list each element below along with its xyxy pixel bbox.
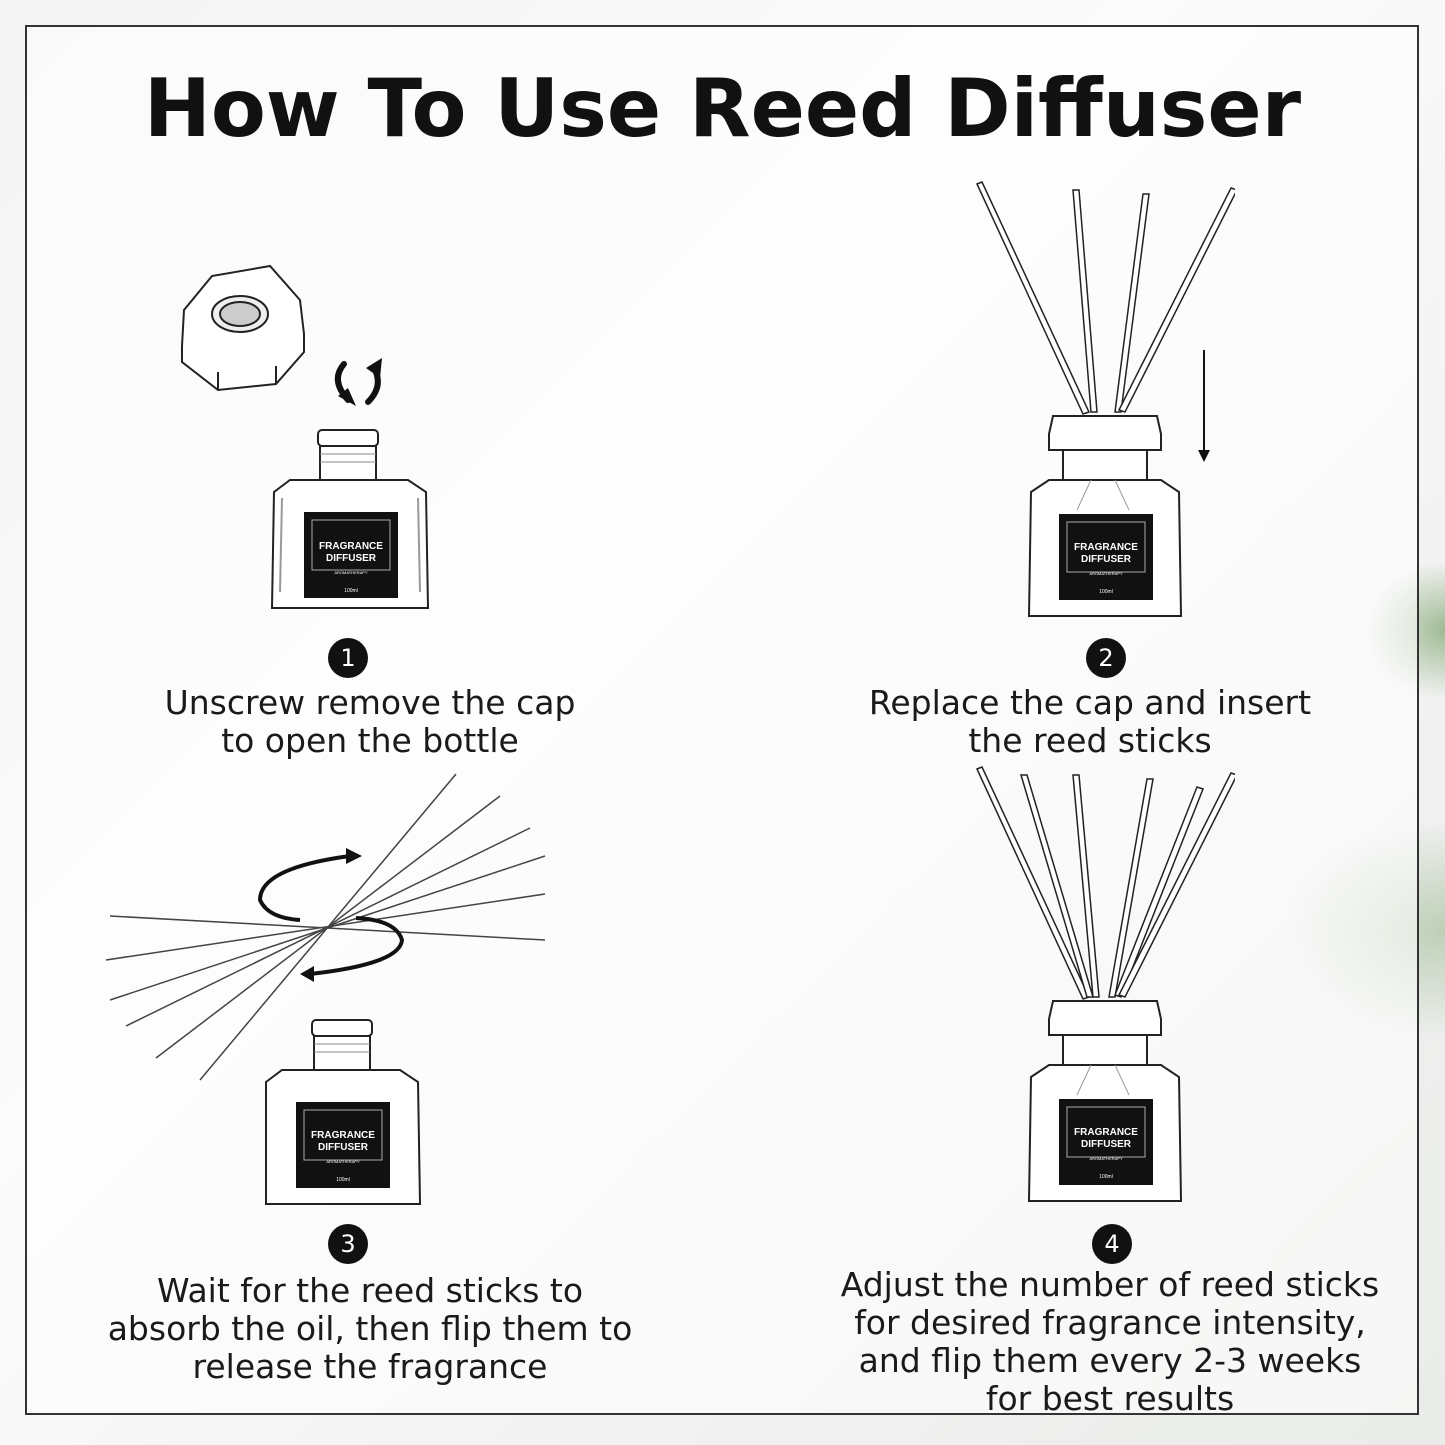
reed-sticks	[975, 766, 1235, 1000]
label-volume: 100ml	[1099, 1174, 1113, 1180]
label-aromatherapy: AROMATHERAPY	[1089, 1156, 1123, 1161]
step-1-caption: Unscrew remove the cap to open the bottl…	[80, 684, 660, 760]
label-diffuser: DIFFUSER	[318, 1142, 369, 1153]
step-4-caption-line1: Adjust the number of reed sticks	[840, 1265, 1380, 1304]
bottle-cap-icon	[180, 264, 306, 392]
label-fragrance: FRAGRANCE	[311, 1130, 375, 1141]
step-4-caption-line3: and flip them every 2-3 weeks	[858, 1341, 1362, 1380]
label-volume: 100ml	[1099, 589, 1113, 595]
reed-sticks	[105, 773, 546, 1081]
step-2-caption-line2: the reed sticks	[968, 721, 1212, 760]
down-arrow-icon	[1198, 350, 1210, 462]
step-2-caption-line1: Replace the cap and insert	[868, 683, 1312, 722]
diffuser-bottle: FRAGRANCE DIFFUSER AROMATHERAPY 100ml	[1027, 415, 1183, 617]
step-3-caption-line2: absorb the oil, then flip them to	[107, 1309, 633, 1348]
step-3-caption-line1: Wait for the reed sticks to	[156, 1271, 584, 1310]
reed-sticks	[975, 181, 1235, 415]
step-4-caption-line4: for best results	[985, 1379, 1235, 1418]
step-1-badge: 1	[328, 638, 368, 678]
step-1-caption-line2: to open the bottle	[221, 721, 519, 760]
diffuser-bottle: FRAGRANCE DIFFUSER AROMATHERAPY 100ml	[1027, 1000, 1183, 1202]
label-diffuser: DIFFUSER	[326, 553, 377, 564]
step-3-illustration: FRAGRANCE DIFFUSER AROMATHERAPY 100ml	[105, 773, 546, 1205]
page-title: How To Use Reed Diffuser	[143, 62, 1302, 155]
step-4-illustration: FRAGRANCE DIFFUSER AROMATHERAPY 100ml	[975, 766, 1235, 1202]
label-aromatherapy: AROMATHERAPY	[326, 1159, 360, 1164]
label-aromatherapy: AROMATHERAPY	[334, 570, 368, 575]
label-fragrance: FRAGRANCE	[319, 541, 383, 552]
step-4-caption: Adjust the number of reed sticks for des…	[810, 1266, 1410, 1418]
diffuser-bottle: FRAGRANCE DIFFUSER AROMATHERAPY 100ml	[265, 1019, 422, 1205]
rotate-arrows-icon	[257, 854, 405, 976]
step-3-badge: 3	[328, 1224, 368, 1264]
label-aromatherapy: AROMATHERAPY	[1089, 571, 1123, 576]
step-2-illustration: FRAGRANCE DIFFUSER AROMATHERAPY 100ml	[975, 181, 1235, 617]
step-2-badge: 2	[1086, 638, 1126, 678]
step-2-caption: Replace the cap and insert the reed stic…	[800, 684, 1380, 760]
label-diffuser: DIFFUSER	[1081, 554, 1132, 565]
label-fragrance: FRAGRANCE	[1074, 1127, 1138, 1138]
diffuser-bottle: FRAGRANCE DIFFUSER AROMATHERAPY 100ml	[270, 429, 430, 609]
step-1-caption-line1: Unscrew remove the cap	[164, 683, 576, 722]
step-4-caption-line2: for desired fragrance intensity,	[854, 1303, 1366, 1342]
step-3-caption: Wait for the reed sticks to absorb the o…	[60, 1272, 680, 1386]
step-3-caption-line3: release the fragrance	[192, 1347, 548, 1386]
step-1-illustration: FRAGRANCE DIFFUSER AROMATHERAPY 100ml	[180, 264, 430, 609]
step-4-badge: 4	[1092, 1224, 1132, 1264]
content-frame	[25, 25, 1419, 1415]
label-volume: 100ml	[344, 588, 358, 594]
label-diffuser: DIFFUSER	[1081, 1139, 1132, 1150]
label-volume: 100ml	[336, 1177, 350, 1183]
label-fragrance: FRAGRANCE	[1074, 542, 1138, 553]
